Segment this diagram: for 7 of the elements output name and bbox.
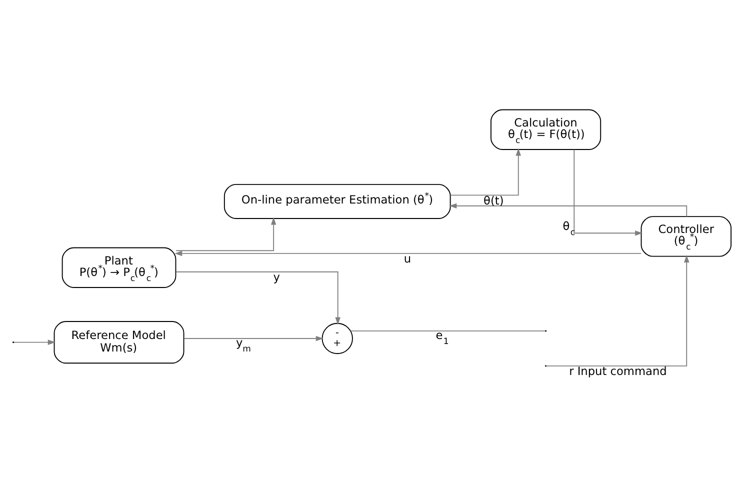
edge-label: y$_{m}$: [236, 335, 251, 354]
edge-label: u: [404, 251, 412, 266]
edge-label: θ$_{c}$: [562, 218, 576, 238]
edge-label: θ(t): [484, 192, 504, 207]
edge-label: y: [273, 269, 280, 284]
edge-label: e$_{1}$: [436, 328, 449, 347]
edge-label: r Input command: [569, 364, 667, 378]
